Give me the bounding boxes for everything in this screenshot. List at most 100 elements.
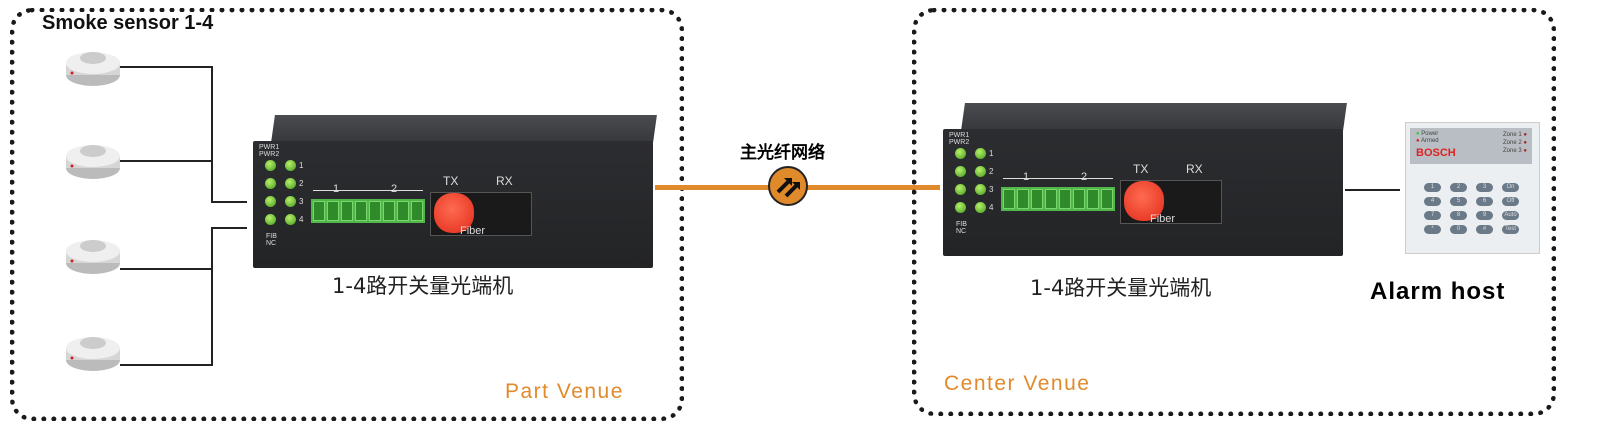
alarm-host-label: Alarm host <box>1370 278 1506 305</box>
channel-number: 2 <box>989 167 994 176</box>
key-1[interactable]: 2 <box>1450 183 1467 192</box>
fiber-label: Fiber <box>1150 213 1176 225</box>
fib-label: FIB <box>266 233 277 240</box>
wire <box>211 227 247 229</box>
tx-label: TX <box>443 174 459 188</box>
zone-2-label: Zone 2 <box>1503 140 1522 146</box>
channel-number: 4 <box>299 215 304 224</box>
status-led <box>955 148 966 159</box>
pwr2-label: PWR2 <box>949 139 970 146</box>
key-2[interactable]: 3 <box>1476 183 1493 192</box>
channel-led <box>285 196 296 207</box>
nc-label: NC <box>956 228 967 235</box>
smoke-sensor-4 <box>64 330 122 374</box>
key-4[interactable]: 4 <box>1424 197 1441 206</box>
channel-led <box>975 148 986 159</box>
status-led <box>265 196 276 207</box>
group-1-label: 1 <box>1023 171 1030 183</box>
smoke-sensor-3 <box>64 233 122 277</box>
group-2-label: 2 <box>391 183 398 195</box>
key-14[interactable]: # <box>1476 225 1493 234</box>
channel-led <box>975 202 986 213</box>
channel-number: 1 <box>989 149 994 158</box>
rx-label: RX <box>1186 162 1203 176</box>
channel-led <box>285 178 296 189</box>
channel-led <box>285 214 296 225</box>
group-1-label: 1 <box>333 183 340 195</box>
channel-number: 4 <box>989 203 994 212</box>
wire <box>211 201 247 203</box>
status-led <box>955 184 966 195</box>
power-label: Power <box>1421 131 1439 137</box>
wire <box>211 227 213 366</box>
pwr2-label: PWR2 <box>259 151 280 158</box>
nc-label: NC <box>266 240 277 247</box>
zone-1-label: Zone 1 <box>1503 132 1522 138</box>
fib-label: FIB <box>956 221 967 228</box>
key-8[interactable]: 7 <box>1424 211 1441 220</box>
terminal-block[interactable] <box>311 199 425 223</box>
status-led <box>955 166 966 177</box>
wire <box>120 160 213 162</box>
armed-label: Armed <box>1420 138 1439 144</box>
brand-logo: BOSCH <box>1416 147 1456 159</box>
part-venue-label: Part Venue <box>505 380 624 403</box>
wire <box>120 268 213 270</box>
key-11[interactable]: Auto <box>1502 211 1519 220</box>
wire <box>1345 189 1400 191</box>
key-15[interactable]: Test <box>1502 225 1519 234</box>
network-label: 主光纤网络 <box>740 143 825 163</box>
zone-3-label: Zone 3 <box>1503 148 1522 154</box>
fiber-connector[interactable] <box>434 193 474 233</box>
key-5[interactable]: 5 <box>1450 197 1467 206</box>
network-icon <box>768 166 808 206</box>
key-3[interactable]: On <box>1502 183 1519 192</box>
tx-label: TX <box>1133 162 1149 176</box>
key-10[interactable]: 9 <box>1476 211 1493 220</box>
status-led <box>265 214 276 225</box>
smoke-sensor-1 <box>64 45 122 89</box>
channel-number: 1 <box>299 161 304 170</box>
alarm-host-panel: ● Power ● Armed BOSCH Zone 1 ● Zone 2 ● … <box>1405 122 1540 254</box>
center-venue-label: Center Venue <box>944 372 1091 395</box>
pwr1-label: PWR1 <box>259 144 280 151</box>
key-9[interactable]: 8 <box>1450 211 1467 220</box>
group-2-label: 2 <box>1081 171 1088 183</box>
smoke-sensor-2 <box>64 138 122 182</box>
center-venue-box <box>912 8 1556 416</box>
wire <box>120 66 213 68</box>
channel-led <box>285 160 296 171</box>
status-led <box>265 160 276 171</box>
channel-led <box>975 184 986 195</box>
channel-number: 3 <box>299 197 304 206</box>
channel-number: 2 <box>299 179 304 188</box>
fiber-connector[interactable] <box>1124 181 1164 221</box>
part-venue-box <box>10 8 684 421</box>
rx-label: RX <box>496 174 513 188</box>
wire <box>120 364 213 366</box>
right-device-label: 1-4路开关量光端机 <box>1030 276 1212 300</box>
sensor-title: Smoke sensor 1-4 <box>38 12 218 35</box>
left-device-label: 1-4路开关量光端机 <box>332 274 514 298</box>
status-led <box>955 202 966 213</box>
device-top <box>271 115 657 143</box>
channel-led <box>975 166 986 177</box>
key-13[interactable]: 0 <box>1450 225 1467 234</box>
channel-number: 3 <box>989 185 994 194</box>
device-top <box>961 103 1347 131</box>
terminal-block[interactable] <box>1001 187 1115 211</box>
key-6[interactable]: 6 <box>1476 197 1493 206</box>
wire <box>211 66 213 203</box>
pwr1-label: PWR1 <box>949 132 970 139</box>
key-7[interactable]: Off <box>1502 197 1519 206</box>
fiber-label: Fiber <box>460 225 486 237</box>
key-0[interactable]: 1 <box>1424 183 1441 192</box>
status-led <box>265 178 276 189</box>
key-12[interactable]: * <box>1424 225 1441 234</box>
